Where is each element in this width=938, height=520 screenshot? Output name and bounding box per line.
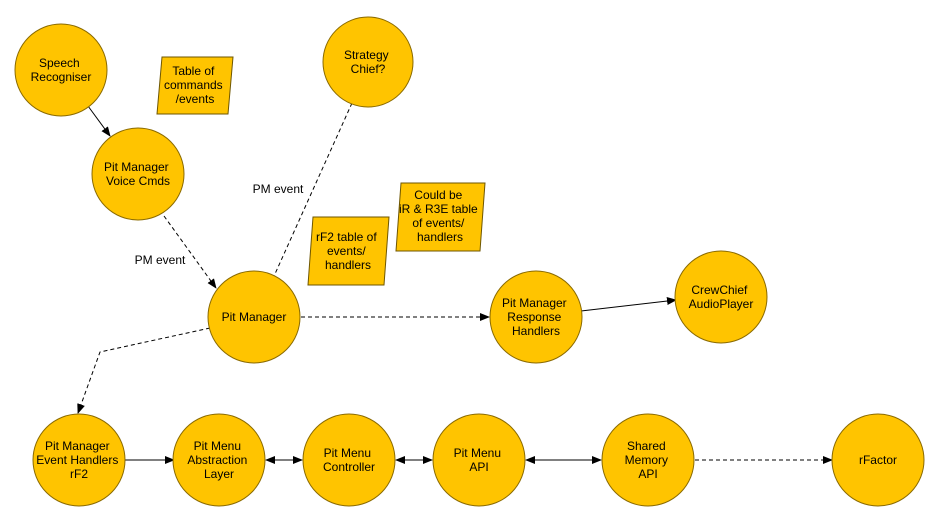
note-ir-r3e-table: Could be iR & R3E table of events/ handl… [395, 182, 486, 252]
node-pit-manager: Pit Manager [207, 270, 301, 364]
svg-text:Speech Recogniser: Speech Recogniser [31, 56, 92, 84]
svg-text:Pit Manager Response: Pit Manager Response Handlers [502, 296, 570, 338]
edge-response-handlers-to-audioplayer [580, 297, 677, 312]
svg-text:Pit Manager Event Handle: Pit Manager Event Handlers rF2 [36, 439, 121, 481]
node-shared-memory-api: Shared Memory API [601, 413, 695, 507]
svg-text:Pit Menu API: Pit Menu API [454, 446, 505, 474]
node-crewchief-audioplayer: CrewChief AudioPlayer [674, 250, 768, 344]
svg-text:Could be iR & R3E table: Could be iR & R3E table of events/ handl… [399, 188, 481, 244]
svg-text:rFactor: rFactor [859, 453, 897, 467]
svg-text:CrewChief AudioPlayer: CrewChief AudioPlayer [689, 283, 754, 311]
edge-label-pm-event-left: PM event [135, 253, 186, 267]
svg-text:Shared Memory API: Shared Memory API [625, 439, 672, 481]
node-strategy-chief: Strategy Chief? [322, 16, 414, 108]
svg-text:Pit Manager: Pit Manager [222, 310, 287, 324]
node-pit-manager-response-handlers: Pit Manager Response Handlers [489, 270, 583, 364]
node-pit-menu-abstraction-layer: Pit Menu Abstraction Layer [172, 413, 266, 507]
edge-pit-manager-to-event-handlers [77, 327, 211, 414]
svg-text:Pit Menu Controller: Pit Menu Controller [323, 446, 375, 474]
node-pit-manager-voice-cmds: Pit Manager Voice Cmds [91, 127, 185, 221]
svg-text:Table of commands: Table of commands /events [164, 64, 226, 106]
svg-text:Strategy Chief?: Strategy Chief? [344, 48, 392, 76]
edge-label-pm-event-top: PM event [253, 182, 304, 196]
svg-text:Pit Manager Voice Cmds: Pit Manager Voice Cmds [104, 160, 172, 188]
node-speech-recogniser: Speech Recogniser [14, 23, 108, 117]
note-rf2-table: rF2 table of events/ handlers [307, 216, 390, 286]
node-rfactor: rFactor [831, 413, 925, 507]
note-table-of-commands: Table of commands /events [156, 56, 234, 115]
svg-text:Pit Menu Abstraction: Pit Menu Abstraction Layer [187, 439, 250, 481]
edge-strategy-chief-to-pit-manager [269, 102, 353, 286]
node-pit-menu-api: Pit Menu API [432, 413, 526, 507]
edge-voice-cmds-to-pit-manager [163, 215, 217, 289]
node-pit-menu-controller: Pit Menu Controller [302, 413, 396, 507]
edge-speech-to-voice-cmds [87, 105, 111, 137]
node-pit-manager-event-handlers-rf2: Pit Manager Event Handlers rF2 [32, 413, 126, 507]
svg-text:rF2 table of events/: rF2 table of events/ handlers [316, 230, 380, 272]
